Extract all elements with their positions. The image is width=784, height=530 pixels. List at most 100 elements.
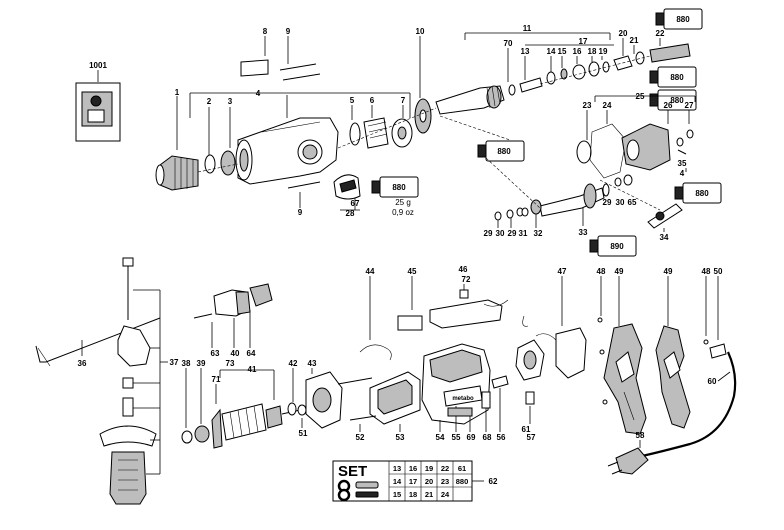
callout-10: 10 [416, 27, 425, 36]
callout-72: 72 [462, 275, 471, 284]
part-57-carbon-brush-holder [515, 339, 545, 381]
callout-8: 8 [263, 27, 268, 36]
callout-28: 28 [346, 209, 355, 218]
grease-tube-3: 880 [649, 89, 697, 111]
part-46-72-brush [459, 284, 469, 299]
svg-text:18: 18 [409, 490, 417, 499]
callout-49-a: 49 [615, 267, 624, 276]
callout-69: 69 [467, 433, 476, 442]
svg-text:880: 880 [456, 477, 469, 486]
callout-34: 34 [660, 233, 669, 242]
callout-27: 27 [685, 101, 694, 110]
svg-text:metabo: metabo [452, 396, 474, 402]
svg-text:14: 14 [393, 477, 402, 486]
callout-43: 43 [308, 359, 317, 368]
part-9-screws [279, 36, 321, 208]
callout-18: 18 [588, 47, 597, 56]
svg-text:880: 880 [670, 96, 684, 105]
part-48-50-cable-clamp [703, 276, 727, 359]
callout-41: 41 [248, 365, 257, 374]
part-5-6-7-clutch [349, 105, 413, 149]
svg-text:880: 880 [676, 15, 690, 24]
assembly-dashed-lines [197, 55, 661, 211]
callout-31: 31 [519, 229, 528, 238]
callout-73: 73 [226, 359, 235, 368]
callout-24: 24 [603, 101, 612, 110]
callout-21: 21 [630, 36, 639, 45]
grease-tube-5: 880 [371, 176, 419, 198]
callout-71: 71 [212, 375, 221, 384]
callout-4-bracket [189, 92, 411, 118]
callout-4: 4 [256, 89, 261, 98]
svg-text:21: 21 [425, 490, 433, 499]
set-icon [337, 479, 379, 502]
callout-58: 58 [636, 431, 645, 440]
callout-42: 42 [289, 359, 298, 368]
part-1-chuck [155, 96, 199, 191]
svg-text:13: 13 [393, 464, 401, 473]
callout-22: 22 [656, 29, 665, 38]
callout-63: 63 [211, 349, 220, 358]
part-34-switch-shaft [647, 203, 683, 232]
callout-labels: 1001 1 2 3 4 5 6 7 8 9 9 10 11 70 13 14 … [78, 24, 723, 486]
part-44-cable-guide [359, 276, 392, 361]
callout-9-bottom: 9 [298, 208, 303, 217]
part-38-39-bearings [181, 368, 210, 444]
callout-48-a: 48 [597, 267, 606, 276]
part-26-flange [621, 110, 671, 171]
callout-20: 20 [619, 29, 628, 38]
callout-57: 57 [527, 433, 536, 442]
part-71-armature [211, 369, 301, 449]
grease-amount: 25 g [395, 198, 411, 207]
callout-68: 68 [483, 433, 492, 442]
grease-tube-4: 880 [477, 140, 525, 162]
callout-48-b: 48 [702, 267, 711, 276]
part-64-quick-chuck [249, 283, 273, 348]
part-54-motor-cover-top [429, 299, 509, 329]
callout-29-a: 29 [603, 198, 612, 207]
part-29-30-32-bearings [494, 174, 633, 228]
part-24-gasket [589, 110, 627, 179]
callout-26: 26 [664, 101, 673, 110]
svg-text:880: 880 [497, 147, 511, 156]
callout-67: 67 [351, 199, 360, 208]
svg-text:890: 890 [610, 242, 624, 251]
svg-text:880: 880 [392, 183, 406, 192]
svg-text:23: 23 [441, 477, 449, 486]
part-23-seal [576, 110, 592, 164]
callout-11: 11 [523, 24, 532, 33]
callout-33: 33 [579, 228, 588, 237]
callout-46: 46 [459, 265, 468, 274]
callout-30-b: 30 [496, 229, 505, 238]
svg-text:15: 15 [393, 490, 401, 499]
callout-13: 13 [521, 47, 530, 56]
part-45-label [397, 276, 423, 331]
svg-text:24: 24 [441, 490, 450, 499]
part-2-3-rings [204, 107, 236, 176]
callout-4-right: 4 [680, 169, 685, 178]
callout-23: 23 [583, 101, 592, 110]
spare-parts-set-table: SET 13 16 19 22 61 14 17 20 23 880 15 18… [332, 460, 484, 502]
part-11-spindle [435, 32, 611, 115]
svg-text:880: 880 [670, 73, 684, 82]
callout-15: 15 [558, 47, 567, 56]
callout-3: 3 [228, 97, 233, 106]
callout-64: 64 [247, 349, 256, 358]
part-49-handle-half-left [603, 276, 647, 435]
grease-tube-7: 890 [589, 235, 637, 257]
callout-6: 6 [370, 96, 375, 105]
part-13-19-small-parts [519, 44, 614, 93]
svg-text:880: 880 [695, 189, 709, 198]
callout-16: 16 [573, 47, 582, 56]
callout-49-b: 49 [664, 267, 673, 276]
part-20-22-bushing [613, 38, 691, 71]
callout-36: 36 [78, 359, 87, 368]
callout-50: 50 [714, 267, 723, 276]
part-35-screw [677, 149, 687, 172]
callout-9-top: 9 [286, 27, 291, 36]
callout-56: 56 [497, 433, 506, 442]
callout-44: 44 [366, 267, 375, 276]
set-title: SET [338, 463, 367, 480]
callout-29-b: 29 [484, 229, 493, 238]
